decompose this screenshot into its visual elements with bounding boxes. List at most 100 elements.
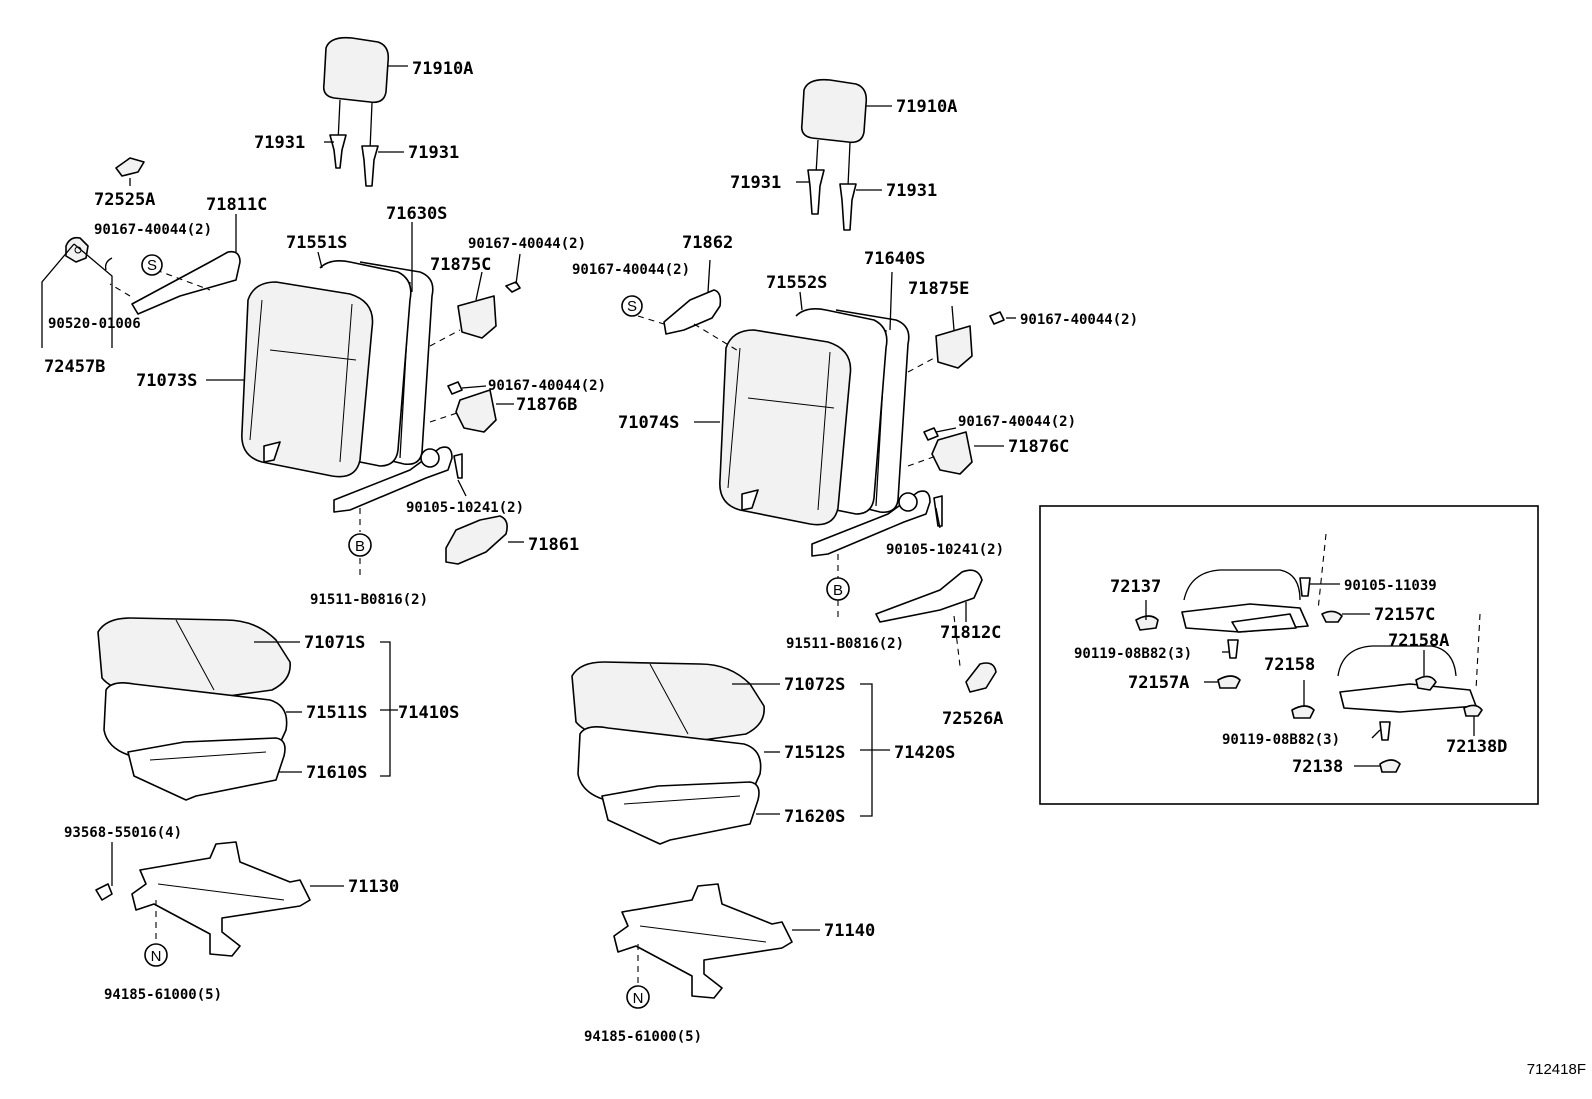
label-72158: 72158 xyxy=(1264,655,1315,675)
label-71931-left-a: 71931 xyxy=(254,133,305,153)
label-71071s: 71071S xyxy=(304,633,365,653)
label-71610s: 71610S xyxy=(306,763,367,783)
label-71640s: 71640S xyxy=(864,249,925,269)
label-71620s: 71620S xyxy=(784,807,845,827)
cover-71876b xyxy=(455,389,497,433)
label-90119-08b82-b: 90119-08B82(3) xyxy=(1222,732,1340,748)
seat-bracket-left xyxy=(131,841,311,957)
label-71811c: 71811C xyxy=(206,195,267,215)
cover-71861 xyxy=(445,515,508,565)
bracket-71811c xyxy=(131,250,241,315)
label-71511s: 71511S xyxy=(306,703,367,723)
callout-b-left: B xyxy=(355,538,365,555)
label-91511-b0816-b: 91511-B0816(2) xyxy=(786,636,904,652)
label-90167-40044-c: 90167-40044(2) xyxy=(488,378,606,394)
bolt-90167-b xyxy=(447,381,463,395)
dashed-guides xyxy=(109,269,1481,986)
seat-cushion-left xyxy=(97,617,291,801)
label-71130: 71130 xyxy=(348,877,399,897)
label-72457b: 72457B xyxy=(44,357,105,377)
label-90167-40044-d: 90167-40044(2) xyxy=(572,262,690,278)
bolt-90167-a xyxy=(505,281,521,293)
cap-72158 xyxy=(1291,705,1315,719)
label-72158a: 72158A xyxy=(1388,631,1449,651)
label-71420s: 71420S xyxy=(894,743,955,763)
cap-72137 xyxy=(1135,615,1159,631)
cap-72158a xyxy=(1415,675,1437,691)
label-72157a: 72157A xyxy=(1128,673,1189,693)
cap-72138d xyxy=(1463,704,1483,717)
label-90105-11039: 90105-11039 xyxy=(1344,578,1437,594)
seat-back-right xyxy=(719,308,910,526)
label-90105-10241-b: 90105-10241(2) xyxy=(886,542,1004,558)
label-71410s: 71410S xyxy=(398,703,459,723)
label-71875c: 71875C xyxy=(430,255,491,275)
label-71630s: 71630S xyxy=(386,204,447,224)
inset-seat-detail xyxy=(1135,569,1483,773)
label-71876c: 71876C xyxy=(1008,437,1069,457)
label-90167-40044-f: 90167-40044(2) xyxy=(958,414,1076,430)
bracket-71862 xyxy=(663,289,722,335)
label-90119-08b82-a: 90119-08B82(3) xyxy=(1074,646,1192,662)
label-72138d: 72138D xyxy=(1446,737,1507,757)
label-90167-40044-e: 90167-40044(2) xyxy=(1020,312,1138,328)
diagram-code: 712418F xyxy=(1527,1061,1586,1078)
cover-71875e xyxy=(935,325,973,369)
label-71551s: 71551S xyxy=(286,233,347,253)
callout-s-left: S xyxy=(147,257,157,274)
cap-72157a xyxy=(1217,675,1241,689)
label-71875e: 71875E xyxy=(908,279,969,299)
callout-b-right: B xyxy=(833,582,843,599)
label-71910a-left: 71910A xyxy=(412,59,473,79)
label-72137: 72137 xyxy=(1110,577,1161,597)
cap-72157c xyxy=(1321,610,1343,623)
label-90520-01006: 90520-01006 xyxy=(48,316,141,332)
bracket-71812c xyxy=(875,569,983,623)
callout-n-left: N xyxy=(151,948,162,965)
label-90105-10241-a: 90105-10241(2) xyxy=(406,500,524,516)
label-71910a-right: 71910A xyxy=(896,97,957,117)
label-72526a: 72526A xyxy=(942,709,1003,729)
label-71552s: 71552S xyxy=(766,273,827,293)
label-71876b: 71876B xyxy=(516,395,577,415)
inset-box xyxy=(1039,505,1539,805)
cover-71875c xyxy=(457,295,497,339)
label-91511-b0816-a: 91511-B0816(2) xyxy=(310,592,428,608)
recliner-left xyxy=(263,441,453,513)
bolt-90105-a xyxy=(453,453,463,479)
cover-72526a xyxy=(965,662,997,693)
label-71931-right-b: 71931 xyxy=(886,181,937,201)
callout-circles: S B N S B N xyxy=(141,254,850,1009)
part-labels: 71910A 71931 71931 72525A 71811C 90167-4… xyxy=(44,59,1507,1045)
label-72525a: 72525A xyxy=(94,190,155,210)
bolt-90119-b xyxy=(1379,721,1391,741)
seat-back-left xyxy=(241,260,434,478)
callout-s-right: S xyxy=(627,298,637,315)
cover-71876c xyxy=(931,431,973,475)
recliner-right xyxy=(741,489,931,557)
label-71931-right-a: 71931 xyxy=(730,173,781,193)
seat-bracket-right xyxy=(613,883,793,999)
bolt-90167-c xyxy=(989,311,1005,325)
leader-lines xyxy=(41,65,1475,931)
bolt-90119-a xyxy=(1227,639,1239,659)
label-71812c: 71812C xyxy=(940,623,1001,643)
label-71072s: 71072S xyxy=(784,675,845,695)
clip-72525a xyxy=(115,157,145,177)
label-72157c: 72157C xyxy=(1374,605,1435,625)
bolt-90105-b xyxy=(933,495,943,527)
headrest-left xyxy=(322,36,390,187)
label-90167-40044-b: 90167-40044(2) xyxy=(468,236,586,252)
bolt-93568 xyxy=(95,883,113,901)
bolt-90105-11039 xyxy=(1299,577,1311,597)
seat-cushion-right xyxy=(571,661,765,845)
label-71140: 71140 xyxy=(824,921,875,941)
label-90167-40044-a: 90167-40044(2) xyxy=(94,222,212,238)
cap-72138 xyxy=(1379,759,1401,773)
label-94185-61000-b: 94185-61000(5) xyxy=(584,1029,702,1045)
knob-90520 xyxy=(65,236,113,271)
label-71074s: 71074S xyxy=(618,413,679,433)
label-72138: 72138 xyxy=(1292,757,1343,777)
label-94185-61000-a: 94185-61000(5) xyxy=(104,987,222,1003)
